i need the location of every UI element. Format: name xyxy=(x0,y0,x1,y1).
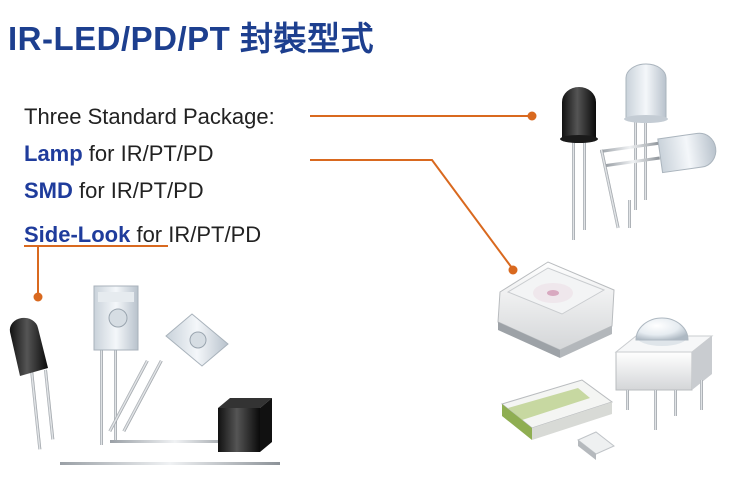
side-look-keyword: Side-Look xyxy=(24,222,131,247)
intro-text: Three Standard Package: xyxy=(24,104,275,129)
lamp-rest: for IR/PT/PD xyxy=(82,141,214,166)
smd-keyword: SMD xyxy=(24,178,73,203)
connector-smd xyxy=(310,159,518,275)
page-title: IR-LED/PD/PT 封裝型式 xyxy=(8,20,375,57)
side-look-line: Side-Look for IR/PT/PD xyxy=(24,222,261,248)
smd-package-image xyxy=(497,261,714,460)
lamp-line: Lamp for IR/PT/PD xyxy=(24,141,213,167)
lamp-keyword: Lamp xyxy=(24,141,83,166)
side-look-package-image xyxy=(9,285,280,465)
smd-rest: for IR/PT/PD xyxy=(72,178,204,203)
side-look-rest: for IR/PT/PD xyxy=(130,222,262,247)
smd-line: SMD for IR/PT/PD xyxy=(24,178,204,204)
connector-lamp xyxy=(310,111,537,121)
lamp-package-image xyxy=(560,63,717,240)
